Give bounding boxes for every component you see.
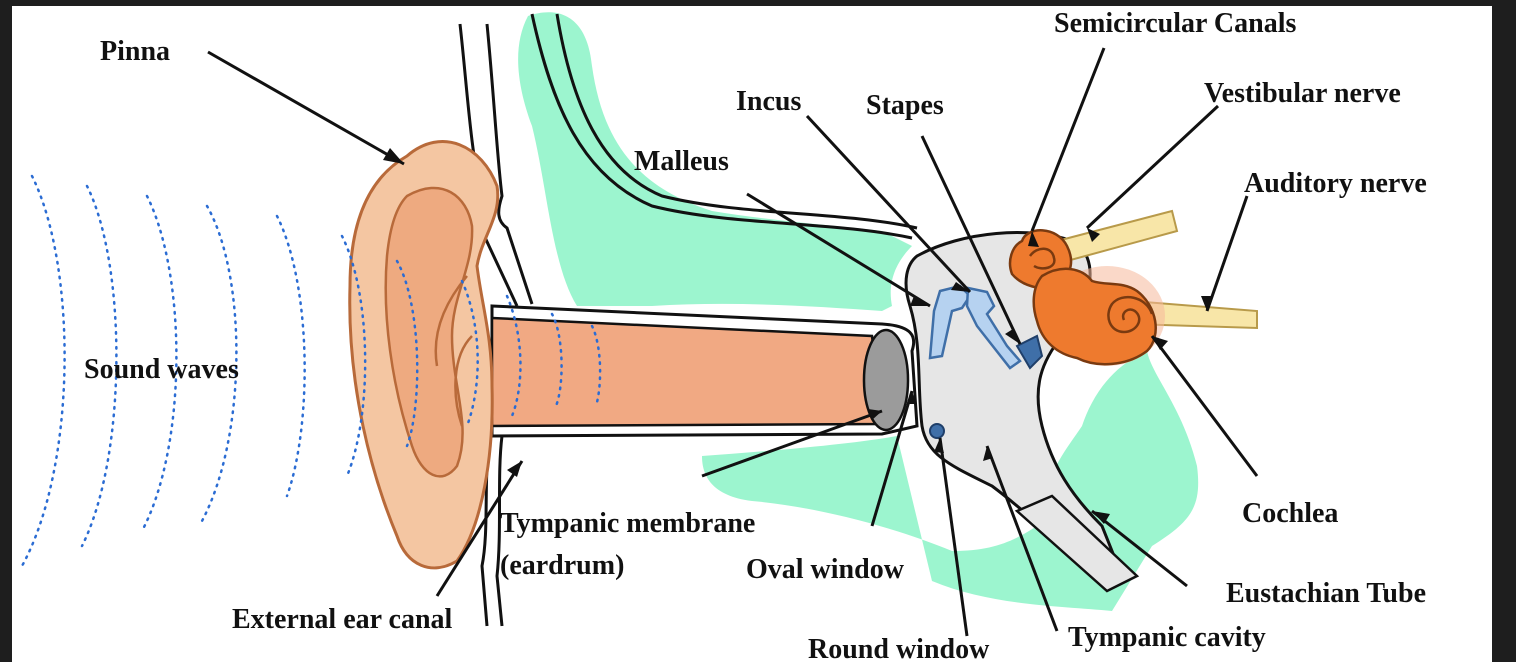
label-cochlea: Cochlea bbox=[1242, 498, 1338, 529]
vestibular-nerve-shape bbox=[1057, 211, 1177, 261]
label-round-window: Round window bbox=[808, 634, 990, 662]
round-window-shape bbox=[930, 424, 944, 438]
label-auditory-nerve: Auditory nerve bbox=[1244, 168, 1427, 199]
label-eustachian-tube: Eustachian Tube bbox=[1226, 578, 1426, 609]
label-incus: Incus bbox=[736, 86, 801, 117]
label-tympanic-membrane: Tympanic membrane bbox=[500, 508, 755, 539]
label-vestibular-nerve: Vestibular nerve bbox=[1204, 78, 1401, 109]
diagram-frame: Pinna Sound waves External ear canal Tym… bbox=[12, 6, 1492, 662]
label-malleus: Malleus bbox=[634, 146, 729, 177]
label-tympanic-cavity: Tympanic cavity bbox=[1068, 622, 1266, 653]
label-oval-window: Oval window bbox=[746, 554, 905, 585]
label-semicircular-canals: Semicircular Canals bbox=[1054, 8, 1297, 39]
label-external-ear-canal: External ear canal bbox=[232, 604, 453, 635]
ear-canal bbox=[492, 318, 882, 426]
label-pinna: Pinna bbox=[100, 36, 170, 67]
label-stapes: Stapes bbox=[866, 90, 944, 121]
label-sound-waves: Sound waves bbox=[84, 354, 239, 385]
label-eardrum: (eardrum) bbox=[500, 550, 624, 581]
ear-anatomy-diagram: Pinna Sound waves External ear canal Tym… bbox=[12, 6, 1492, 662]
